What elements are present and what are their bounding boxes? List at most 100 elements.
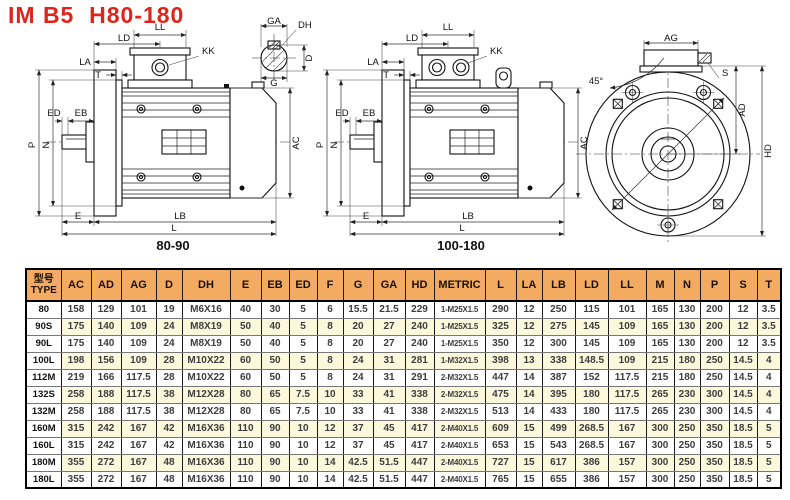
cell-f: 6 [316,300,344,319]
row-type: 100L [25,351,62,370]
cell-p: 300 [699,402,730,421]
terminal-box-top [639,49,712,73]
dim-label-d: D [304,54,315,61]
col-header-ld: LD [574,268,609,302]
shaft [349,121,383,163]
cell-dh: M16X36 [181,453,231,472]
cell-n: 230 [673,385,701,404]
col-header-t: T [756,268,782,302]
cell-ld: 145 [574,334,609,353]
cell-ag: 109 [120,351,157,370]
cell-ld: 145 [574,317,609,336]
cell-l: 513 [484,402,517,421]
dim-label-t: T [383,70,389,81]
cell-m: 265 [645,402,675,421]
cell-n: 250 [673,470,701,489]
cell-s: 18.5 [728,436,758,455]
cell-ag: 167 [120,453,157,472]
fan-cover [517,81,565,199]
cell-e: 50 [229,317,262,336]
cell-eb: 90 [260,436,290,455]
cell-ld: 180 [574,402,609,421]
cell-s: 18.5 [728,470,758,489]
cell-ed: 5 [288,317,318,336]
cell-m: 300 [645,436,675,455]
cell-f: 8 [316,368,344,387]
cell-l: 727 [484,453,517,472]
col-header-ll: LL [607,268,647,302]
cell-t: 5 [756,470,782,489]
cell-d: 28 [155,368,183,387]
cell-ed: 7.5 [288,385,318,404]
dim-label-ad: AD [737,103,748,116]
cell-la: 14 [515,385,543,404]
cell-dh: M16X36 [181,419,231,438]
dim-label-ll: LL [443,22,454,33]
cell-m: 300 [645,470,675,489]
cell-ld: 180 [574,385,609,404]
cell-g: 42.5 [342,453,374,472]
caption-100-180: 100-180 [437,238,485,253]
cell-ac: 258 [60,402,92,421]
cell-metric: 2-M32X1.5 [433,368,486,387]
col-header-f: F [316,268,344,302]
cell-ag: 117.5 [120,385,157,404]
col-header-ag: AG [120,268,157,302]
terminal-box [415,47,481,89]
cell-dh: M16X36 [181,436,231,455]
cell-la: 12 [515,300,543,319]
cell-e: 50 [229,334,262,353]
cell-ac: 315 [60,436,92,455]
cell-hd: 447 [404,453,435,472]
cell-l: 609 [484,419,517,438]
cell-p: 200 [699,334,730,353]
cell-d: 42 [155,436,183,455]
dimensions: LL LD KK LA T ED EB P [316,22,590,237]
cell-hd: 291 [404,368,435,387]
cell-t: 3.5 [756,300,782,319]
cell-l: 475 [484,385,517,404]
dim-label-kk: KK [490,46,503,57]
cell-s: 18.5 [728,419,758,438]
cell-ag: 117.5 [120,368,157,387]
col-header-ac: AC [60,268,92,302]
cell-la: 15 [515,453,543,472]
col-header-lb: LB [541,268,576,302]
cell-lb: 250 [541,300,576,319]
dim-label-l: L [171,223,176,234]
cell-eb: 50 [260,351,290,370]
cell-ed: 5 [288,300,318,319]
cell-n: 180 [673,368,701,387]
key-dimensions: GA DH D G [260,16,315,86]
dim-label-45: 45° [589,76,604,87]
cell-d: 24 [155,317,183,336]
cell-g: 37 [342,419,374,438]
dim-label-eb: EB [75,108,88,119]
cell-ld: 148.5 [574,351,609,370]
cell-f: 14 [316,453,344,472]
shaft [61,121,95,163]
cell-hd: 447 [404,470,435,489]
cell-n: 130 [673,334,701,353]
cell-eb: 40 [260,317,290,336]
cell-hd: 338 [404,402,435,421]
cell-ad: 188 [90,402,122,421]
cell-ga: 27 [372,334,406,353]
cell-ad: 140 [90,334,122,353]
row-type: 160L [25,436,62,455]
cell-s: 14.5 [728,368,758,387]
cell-p: 300 [699,385,730,404]
cell-p: 250 [699,368,730,387]
cell-e: 60 [229,351,262,370]
cell-t: 4 [756,402,782,421]
cell-ad: 166 [90,368,122,387]
cell-d: 48 [155,453,183,472]
cell-ll: 157 [607,453,647,472]
